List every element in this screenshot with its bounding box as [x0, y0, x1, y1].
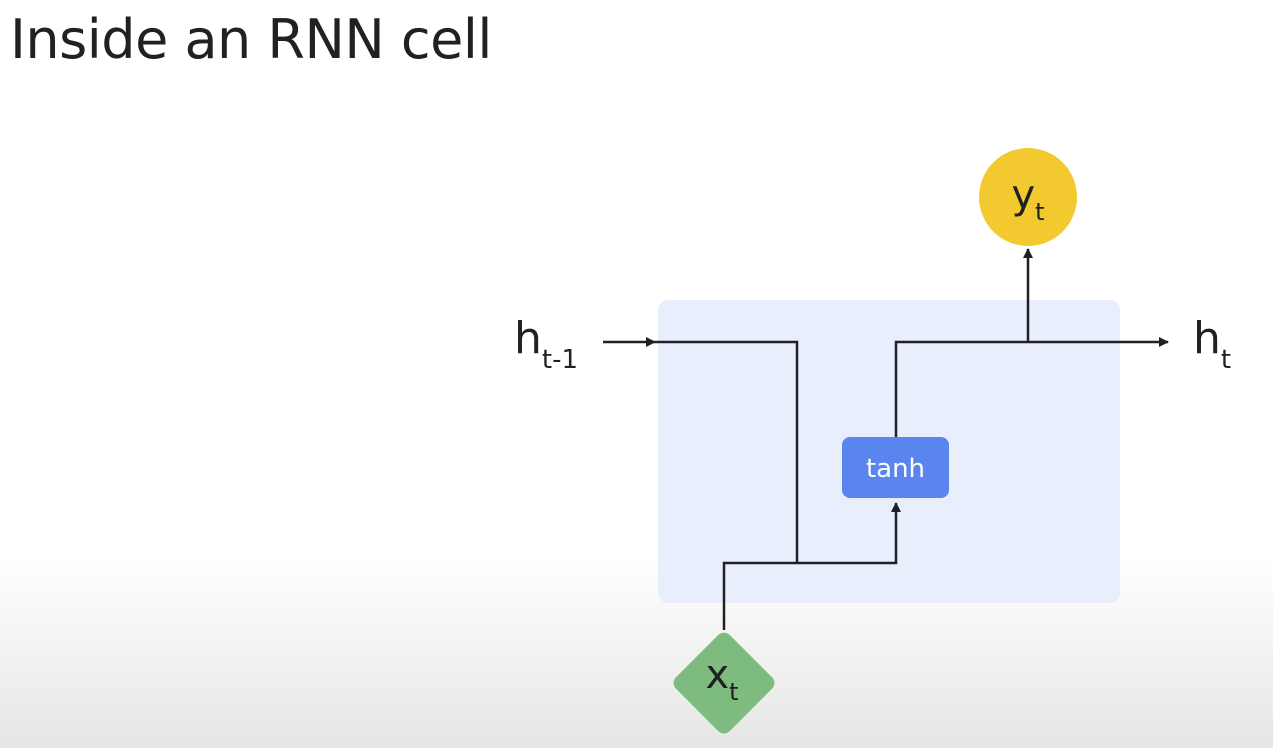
tanh-output-path: [894, 337, 1169, 437]
hidden-next-label: ht: [1193, 313, 1231, 375]
output-node: yt: [979, 148, 1077, 246]
hidden-prev-label-sub: t-1: [542, 345, 578, 375]
input-label: xt: [705, 652, 738, 706]
hidden-prev-path: [655, 340, 799, 563]
output-circle: [979, 148, 1077, 246]
input-label-sub: t: [729, 678, 738, 706]
hidden-next-label-sub: t: [1221, 345, 1231, 375]
input-label-base: x: [705, 652, 729, 698]
output-label-sub: t: [1035, 198, 1044, 226]
output-label-base: y: [1011, 172, 1035, 218]
input-node: xt: [673, 632, 775, 734]
input-diamond: [673, 632, 775, 734]
hidden-next-label-base: h: [1193, 313, 1221, 364]
tanh-box: [842, 437, 949, 498]
hidden-prev-label-base: h: [514, 313, 542, 364]
output-label: yt: [1011, 172, 1044, 226]
tanh-node: tanh: [842, 437, 949, 498]
hidden-prev-label: ht-1: [514, 313, 578, 375]
page-title: Inside an RNN cell: [10, 8, 492, 71]
input-path: [722, 502, 901, 630]
tanh-label: tanh: [866, 454, 925, 484]
